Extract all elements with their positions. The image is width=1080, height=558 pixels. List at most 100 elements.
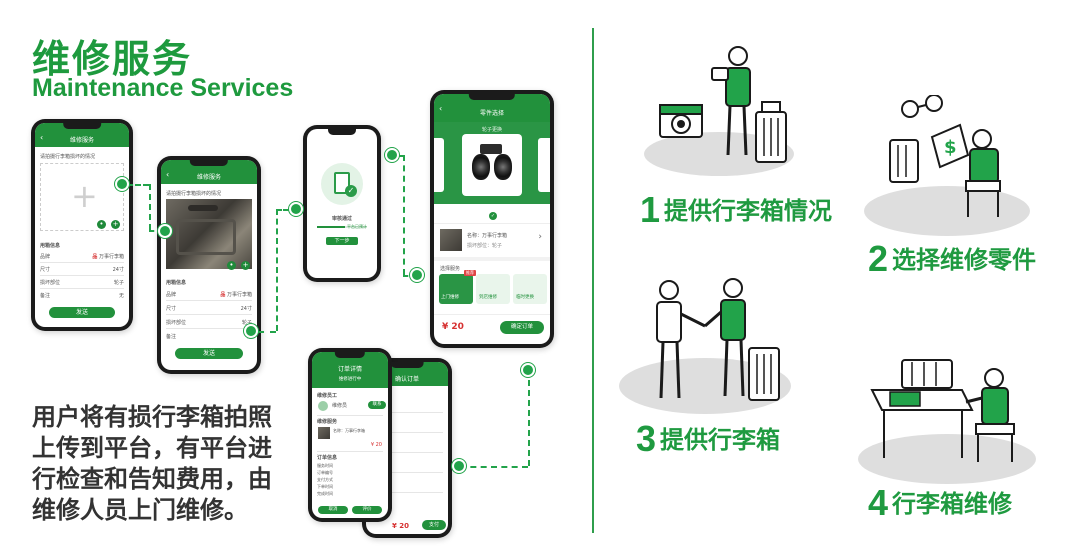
review-button[interactable]: 评价 (352, 506, 382, 514)
back-icon[interactable]: ‹ (40, 133, 44, 142)
section-title: 订单信息 (317, 455, 338, 461)
row-label: 品牌 (166, 292, 177, 298)
pay-button[interactable]: 支付 (422, 520, 446, 530)
order-status: 维修进行中 (338, 377, 362, 382)
camera-icon[interactable]: • (97, 220, 106, 229)
connector-line (149, 184, 151, 230)
row-label: 损坏部位 (166, 320, 187, 326)
step-number: 2 (868, 238, 889, 279)
item-desc: 损坏部位：轮子 (467, 243, 503, 249)
camera-icon[interactable]: • (227, 261, 236, 270)
connector-dot (244, 324, 258, 338)
phone-upload-screen: 维修服务 ‹ 请拍摄行李箱损坏的情况 + • + 用箱信息 品牌 品 万事行李箱… (31, 119, 133, 331)
step-number: 1 (640, 189, 661, 230)
traveler-camera-illustration (659, 46, 787, 163)
description-line: 上传到平台，有平台进 (32, 434, 272, 462)
step-2-shadow (864, 186, 1030, 236)
svg-text:$: $ (944, 137, 957, 158)
confirm-order-button[interactable]: 确定订单 (500, 321, 544, 334)
service-option-selected[interactable]: 上门维修 (439, 274, 473, 304)
add-icon[interactable]: + (111, 220, 120, 229)
add-photo-icon: + (71, 177, 98, 215)
upload-prompt: 请拍摄行李箱损坏的情况 (166, 191, 222, 197)
connector-line (127, 184, 149, 186)
connector-dot (158, 224, 172, 238)
info-row-label: 支付方式 (317, 477, 333, 482)
step-4-shadow (858, 434, 1036, 484)
next-button[interactable]: 下一步 (326, 237, 358, 245)
worker-name: 维修员 (332, 403, 348, 409)
upload-prompt: 请拍摄行李箱损坏的情况 (40, 154, 96, 160)
selected-check-icon: ✓ (489, 212, 497, 220)
connector-line (403, 155, 405, 275)
screen-title: 订单详情 (312, 352, 388, 388)
part-card-prev[interactable] (434, 138, 444, 192)
item-name: 名称：万事行李箱 (333, 428, 365, 433)
step-text: 提供行李箱情况 (664, 197, 833, 225)
connector-line (276, 209, 296, 211)
service-label: 选择服务 (440, 266, 461, 272)
contact-button[interactable]: 联系 (368, 401, 386, 409)
page-subtitle: Maintenance Services (32, 74, 294, 102)
submit-button[interactable]: 发送 (175, 348, 243, 359)
row-value[interactable]: 无 (118, 293, 124, 299)
parts-subtitle: 轮子更换 (481, 127, 502, 133)
connector-line (258, 331, 276, 333)
add-icon[interactable]: + (241, 261, 250, 270)
section-title: 维修服务 (317, 419, 338, 425)
phone-approved-screen: ✓ 审核通过 平台已预计 下一步 (303, 125, 381, 282)
row-value[interactable]: 品 万事行李箱 (92, 254, 124, 260)
description-line: 行检查和告知费用，由 (32, 465, 272, 493)
connector-dot (452, 459, 466, 473)
photo-upload-area[interactable]: + (40, 163, 124, 231)
divider (592, 28, 594, 533)
chevron-right-icon[interactable]: › (538, 232, 542, 242)
back-icon[interactable]: ‹ (439, 104, 443, 113)
service-option[interactable]: 到店维修 (476, 274, 510, 304)
row-value[interactable]: 轮子 (241, 320, 252, 326)
suitcase-photo (166, 199, 252, 269)
approval-status: 审核通过 (331, 216, 352, 222)
row-label: 备注 (166, 334, 177, 340)
item-thumbnail (318, 427, 330, 439)
row-value[interactable]: 品 万事行李箱 (220, 292, 252, 298)
order-price: ¥ 20 (370, 442, 382, 448)
row-label: 损坏部位 (40, 280, 61, 286)
info-row-label: 订单编号 (317, 470, 333, 475)
item-thumbnail (440, 229, 462, 251)
service-option[interactable]: 临时更换 (513, 274, 547, 304)
back-icon[interactable]: ‹ (166, 170, 170, 179)
phone-order-screen: 订单详情 维修进行中 维修员工 维修员 联系 维修服务 名称：万事行李箱 ¥ 2… (308, 348, 392, 522)
connector-dot (410, 268, 424, 282)
order-price: ¥ 20 (392, 522, 410, 530)
row-label: 尺寸 (166, 306, 177, 312)
selecting-parts-illustration: $ (889, 95, 1001, 217)
row-value[interactable]: 轮子 (113, 280, 124, 286)
info-row-label: 服务时间 (317, 463, 333, 468)
phone-photo-screen: 维修服务 ‹ 请拍摄行李箱损坏的情况 • + 用箱信息 品牌 品 万事行李箱 尺… (157, 156, 261, 374)
progress-text: 平台已预计 (347, 224, 367, 229)
row-value[interactable]: 24寸 (112, 267, 124, 273)
section-title: 维修员工 (317, 393, 338, 399)
step-number: 3 (636, 418, 657, 459)
page-title: 维修服务 (32, 37, 193, 81)
service-option-label: 临时更换 (516, 295, 534, 300)
cancel-button[interactable]: 取消 (318, 506, 348, 514)
handover-illustration (656, 278, 780, 401)
section-title: 用箱信息 (166, 280, 187, 286)
connector-line (149, 230, 163, 232)
part-card-next[interactable] (538, 138, 550, 192)
row-value[interactable]: 24寸 (240, 306, 252, 312)
description-line: 维修人员上门维修。 (32, 496, 248, 524)
row-label: 尺寸 (40, 267, 51, 273)
step-text: 行李箱维修 (892, 490, 1013, 518)
row-label: 备注 (40, 293, 51, 299)
info-row-label: 完成时间 (317, 491, 333, 496)
submit-button[interactable]: 发送 (49, 307, 115, 318)
repairing-suitcase-illustration (870, 359, 1015, 462)
row-label: 品牌 (40, 254, 51, 260)
part-card-selected[interactable] (462, 134, 522, 196)
